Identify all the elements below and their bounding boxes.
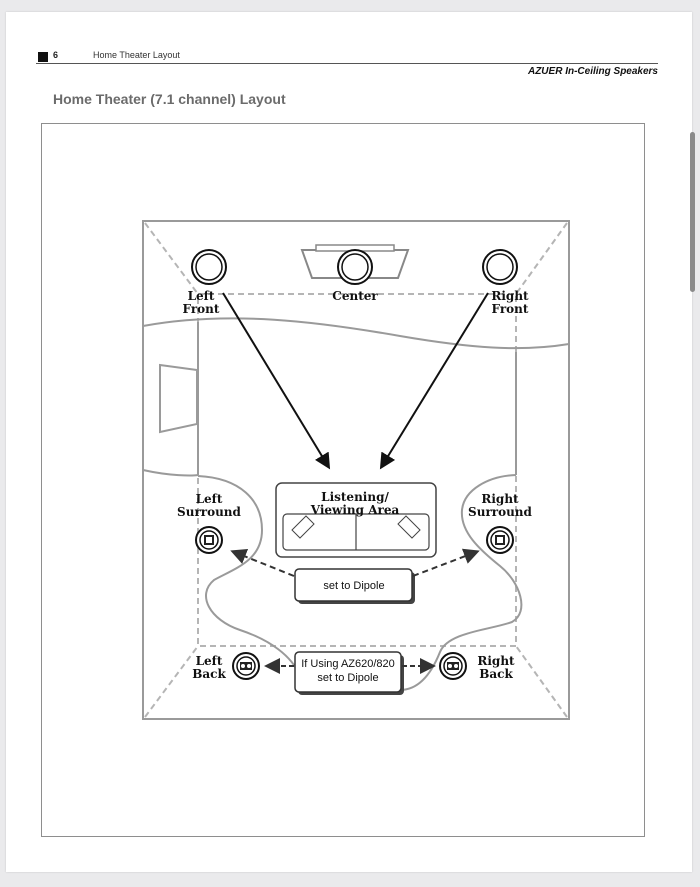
left-front-label-line1: Left: [188, 289, 215, 303]
window-shape: [159, 363, 198, 434]
dipole-note-text: set to Dipole: [323, 580, 384, 592]
right-front-label-line2: Front: [492, 302, 529, 316]
left-back-speaker-icon: [232, 652, 260, 680]
left-front-speaker-icon: [191, 249, 227, 285]
running-header-section: Home Theater Layout: [93, 50, 180, 60]
listening-area-label-line2: Viewing Area: [310, 503, 400, 517]
couch-icon: [275, 482, 437, 558]
right-front-speaker-icon: [482, 249, 518, 285]
right-back-speaker-icon: [439, 652, 467, 680]
right-back-label-line2: Back: [479, 667, 513, 681]
running-header-brand: AZUER In-Ceiling Speakers: [527, 66, 658, 77]
left-surround-label-line1: Left: [196, 492, 223, 506]
left-front-arrow: [222, 292, 331, 470]
dipole-arrow-left: [230, 549, 295, 577]
right-surround-speaker-icon: [486, 526, 514, 554]
right-surround-label-line2: Surround: [468, 505, 532, 519]
vertical-scrollbar[interactable]: [690, 132, 695, 292]
page-marker: [38, 52, 48, 62]
dipole-arrow-right: [412, 548, 480, 577]
center-speaker-icon: [337, 249, 373, 285]
left-back-label-line2: Back: [192, 667, 226, 681]
right-back-label-line1: Right: [477, 654, 515, 668]
left-surround-speaker-icon: [195, 526, 223, 554]
dipole-note-box: [294, 568, 413, 602]
back-dipole-note-line2: set to Dipole: [317, 672, 378, 684]
page-number: 6: [53, 50, 59, 60]
left-surround-label-line2: Surround: [177, 505, 241, 519]
right-front-arrow: [379, 292, 489, 470]
left-front-label-line2: Front: [183, 302, 220, 316]
right-front-label-line1: Right: [491, 289, 529, 303]
header-divider: [36, 63, 658, 64]
left-back-label-line1: Left: [196, 654, 223, 668]
page-title: Home Theater (7.1 channel) Layout: [53, 91, 286, 107]
back-dipole-note-box: [294, 651, 402, 693]
listening-area-label-line1: Listening/: [321, 490, 389, 504]
right-surround-label-line1: Right: [481, 492, 519, 506]
document-page: [6, 12, 692, 872]
back-dipole-note-line1: If Using AZ620/820: [301, 658, 395, 670]
center-label: Center: [332, 289, 378, 303]
figure-frame: [41, 123, 645, 837]
